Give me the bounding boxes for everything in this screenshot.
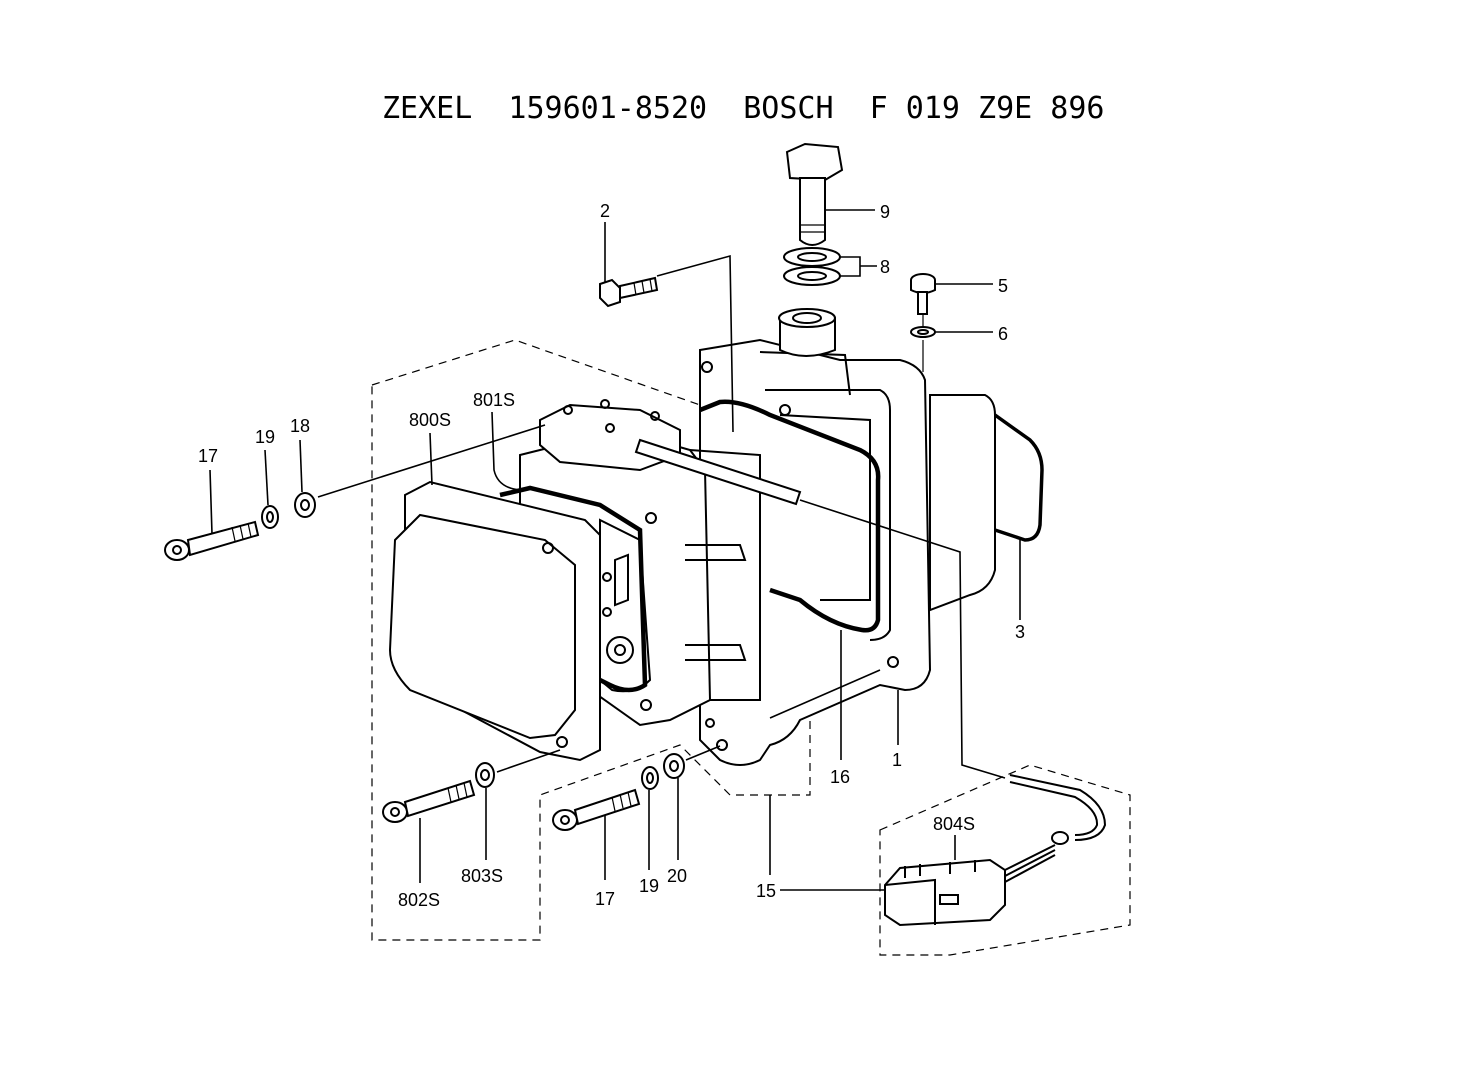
washer-18	[294, 492, 316, 518]
washer-20	[663, 753, 685, 779]
callout-17-bottom: 17	[595, 889, 615, 909]
assembly-boundary-804S	[879, 764, 1131, 956]
cover-800S	[388, 480, 601, 762]
callout-5: 5	[998, 276, 1008, 296]
callout-labels: 1 2 3 5 6 8 9 15 16 17 17 18 19 19 20 80…	[198, 201, 1025, 910]
banjo-boss	[778, 308, 836, 357]
screw-5	[910, 273, 936, 315]
washers-8	[783, 247, 841, 286]
screw-17-left	[164, 520, 260, 561]
callout-803S: 803S	[461, 866, 503, 886]
housing-1	[699, 338, 996, 766]
callout-804S: 804S	[933, 814, 975, 834]
callout-802S: 802S	[398, 890, 440, 910]
connector-804S	[884, 774, 1107, 927]
callout-9: 9	[880, 202, 890, 222]
callout-3: 3	[1015, 622, 1025, 642]
washer-6	[910, 326, 936, 338]
lock-washer-19-left	[261, 505, 279, 529]
callout-16: 16	[830, 767, 850, 787]
callout-801S: 801S	[473, 390, 515, 410]
lock-washer-19-bottom	[641, 766, 659, 790]
screw-2	[599, 276, 659, 308]
callout-15: 15	[756, 881, 776, 901]
callout-20: 20	[667, 866, 687, 886]
banjo-bolt-9	[785, 142, 844, 246]
diagram-title: ZEXEL 159601-8520 BOSCH F 019 Z9E 896	[382, 91, 1104, 126]
screw-17-bottom	[552, 788, 641, 831]
callout-800S: 800S	[409, 410, 451, 430]
callout-17-left: 17	[198, 446, 218, 466]
leader-lines	[209, 209, 1021, 891]
gasket-801S	[499, 485, 648, 693]
callout-1: 1	[892, 750, 902, 770]
callout-19-left: 19	[255, 427, 275, 447]
callout-2: 2	[600, 201, 610, 221]
screw-802S	[382, 779, 476, 823]
callout-6: 6	[998, 324, 1008, 344]
callout-19-bottom: 19	[639, 876, 659, 896]
washer-803S	[475, 762, 495, 788]
callout-18: 18	[290, 416, 310, 436]
callout-8: 8	[880, 257, 890, 277]
o-ring-3	[993, 413, 1044, 542]
gasket-16	[699, 399, 881, 633]
